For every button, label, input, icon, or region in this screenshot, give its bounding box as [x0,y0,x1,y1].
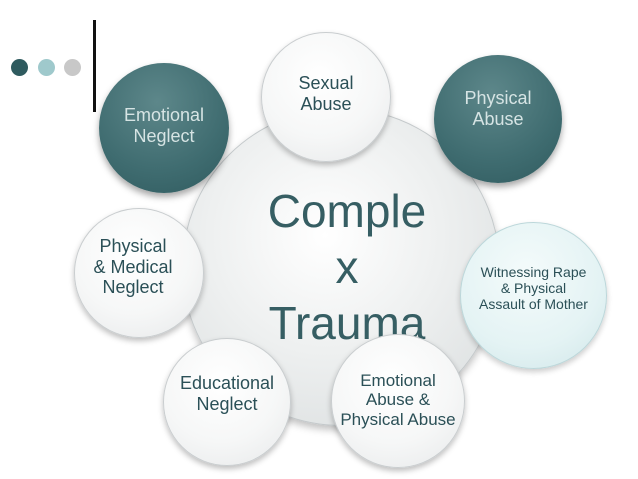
node-emotional-physical-abuse: Emotional Abuse & Physical Abuse [331,334,465,468]
decor-dot-gray [64,59,81,76]
node-physical-medical-neglect: Physical & Medical Neglect [74,208,204,338]
center-label: Comple x Trauma [267,184,427,350]
node-emotional-physical-abuse-label: Emotional Abuse & Physical Abuse [340,370,456,429]
node-sexual-abuse-label: Sexual Abuse [298,73,354,114]
node-educational-neglect-label: Educational Neglect [179,373,275,414]
node-emotional-neglect-label: Emotional Neglect [123,105,205,146]
node-physical-medical-neglect-label: Physical & Medical Neglect [93,235,173,298]
node-witnessing-rape-label: Witnessing Rape & Physical Assault of Mo… [479,263,588,313]
decor-dot-light [38,59,55,76]
node-witnessing-rape: Witnessing Rape & Physical Assault of Mo… [460,222,607,369]
node-emotional-neglect: Emotional Neglect [99,63,229,193]
node-physical-abuse-label: Physical Abuse [464,88,532,129]
node-sexual-abuse: Sexual Abuse [261,32,391,162]
node-physical-abuse: Physical Abuse [434,55,562,183]
decor-dot-dark [11,59,28,76]
node-educational-neglect: Educational Neglect [163,338,291,466]
decor-vertical-line [93,20,96,112]
